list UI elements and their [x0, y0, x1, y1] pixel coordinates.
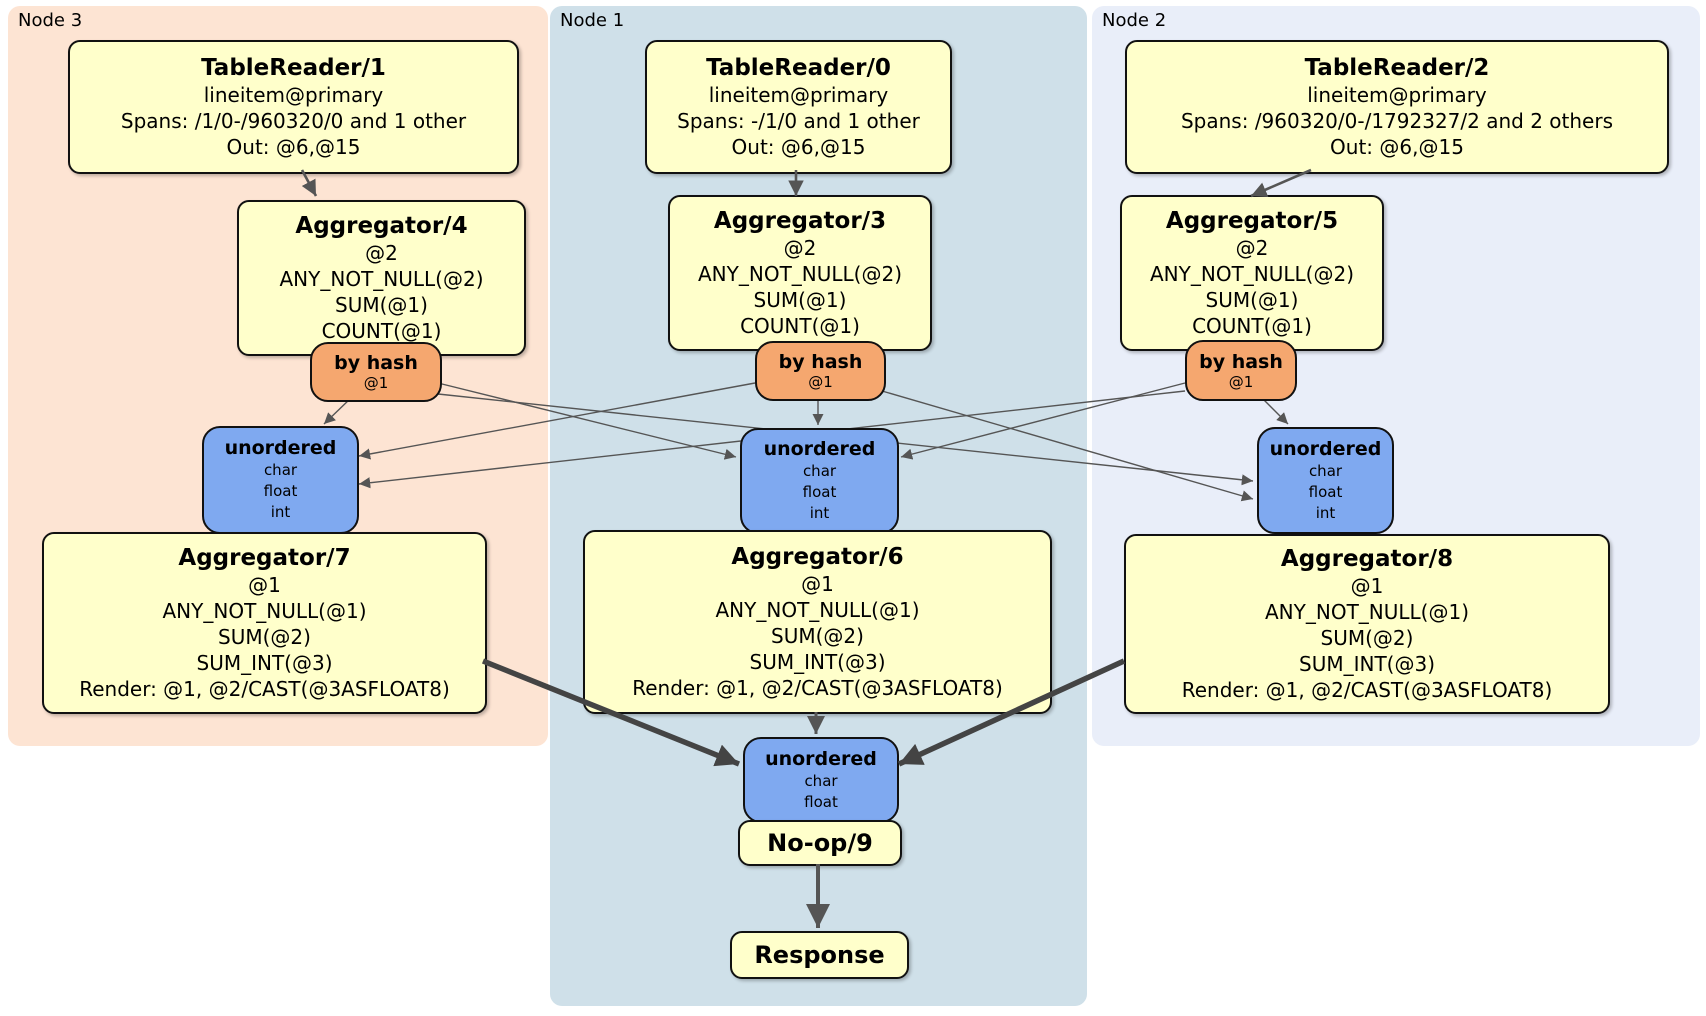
- router-label: by hash: [778, 351, 863, 373]
- box-line: ANY_NOT_NULL(@2): [1150, 262, 1354, 286]
- box-line: Spans: /960320/0-/1792327/2 and 2 others: [1180, 109, 1613, 133]
- response-box: Response: [730, 931, 909, 979]
- box-line: COUNT(@1): [740, 314, 860, 338]
- aggregator-3-box: Aggregator/3 @2 ANY_NOT_NULL(@2) SUM(@1)…: [668, 195, 932, 351]
- box-line: SUM(@1): [335, 293, 428, 317]
- box-line: SUM(@2): [1320, 626, 1414, 650]
- box-line: COUNT(@1): [321, 319, 442, 343]
- box-title: Aggregator/6: [731, 544, 904, 570]
- box-title: No-op/9: [767, 829, 873, 857]
- aggregator-8-box: Aggregator/8 @1 ANY_NOT_NULL(@1) SUM(@2)…: [1124, 534, 1610, 714]
- table-reader-1-box: TableReader/1 lineitem@primary Spans: /1…: [68, 40, 519, 174]
- table-reader-2-box: TableReader/2 lineitem@primary Spans: /9…: [1125, 40, 1669, 174]
- sync-line: char: [802, 462, 837, 480]
- sync-line: float: [802, 483, 837, 501]
- panel-node-3-label: Node 3: [18, 10, 83, 31]
- unordered-sync-node3: unordered char float int: [202, 426, 359, 534]
- sync-line: int: [1315, 503, 1336, 522]
- unordered-sync-node1: unordered char float int: [740, 428, 899, 534]
- aggregator-7-box: Aggregator/7 @1 ANY_NOT_NULL(@1) SUM(@2)…: [42, 532, 487, 714]
- table-reader-0-box: TableReader/0 lineitem@primary Spans: -/…: [645, 40, 952, 174]
- box-line: SUM(@2): [218, 625, 311, 649]
- box-line: Out: @6,@15: [1330, 135, 1464, 159]
- unordered-merge-sync: unordered char float: [743, 737, 899, 823]
- sync-label: unordered: [1269, 437, 1382, 460]
- box-line: @1: [1350, 574, 1384, 598]
- hash-router-node1: by hash @1: [755, 341, 886, 401]
- sync-line: float: [263, 482, 298, 500]
- sync-line: char: [1308, 461, 1343, 480]
- aggregator-4-box: Aggregator/4 @2 ANY_NOT_NULL(@2) SUM(@1)…: [237, 200, 526, 356]
- box-line: lineitem@primary: [708, 83, 889, 107]
- sync-line: float: [804, 792, 838, 811]
- box-line: SUM_INT(@3): [749, 650, 886, 674]
- box-line: SUM_INT(@3): [1299, 652, 1435, 676]
- unordered-sync-node2: unordered char float int: [1257, 427, 1394, 534]
- box-line: ANY_NOT_NULL(@2): [698, 262, 902, 286]
- box-title: TableReader/1: [201, 55, 386, 81]
- box-line: lineitem@primary: [203, 83, 384, 107]
- sync-line: char: [263, 461, 298, 479]
- box-line: @2: [783, 236, 817, 260]
- box-title: Response: [754, 941, 885, 969]
- sync-line: float: [1308, 482, 1343, 501]
- box-line: ANY_NOT_NULL(@1): [1265, 600, 1469, 624]
- box-title: Aggregator/7: [178, 545, 351, 571]
- sync-line: int: [809, 504, 830, 522]
- box-line: ANY_NOT_NULL(@2): [279, 267, 484, 291]
- box-line: SUM(@2): [771, 624, 864, 648]
- box-line: SUM(@1): [1205, 288, 1299, 312]
- box-line: SUM(@1): [753, 288, 847, 312]
- box-title: TableReader/0: [706, 55, 891, 81]
- box-line: @1: [801, 572, 834, 596]
- box-title: Aggregator/3: [713, 208, 887, 234]
- router-label: by hash: [334, 352, 418, 374]
- box-line: Out: @6,@15: [226, 135, 361, 159]
- router-label: by hash: [1199, 350, 1283, 373]
- box-line: Render: @1, @2/CAST(@3ASFLOAT8): [632, 676, 1003, 700]
- box-title: Aggregator/8: [1280, 546, 1454, 572]
- sync-line: char: [804, 771, 838, 790]
- panel-node-2-label: Node 2: [1102, 10, 1167, 31]
- box-title: TableReader/2: [1304, 55, 1490, 81]
- box-line: ANY_NOT_NULL(@1): [162, 599, 367, 623]
- box-line: Render: @1, @2/CAST(@3ASFLOAT8): [79, 677, 450, 701]
- noop-box: No-op/9: [738, 820, 902, 866]
- router-detail: @1: [808, 373, 833, 391]
- box-title: Aggregator/4: [295, 213, 468, 239]
- box-line: SUM_INT(@3): [196, 651, 333, 675]
- box-line: Render: @1, @2/CAST(@3ASFLOAT8): [1181, 678, 1553, 702]
- box-line: lineitem@primary: [1307, 83, 1487, 107]
- panel-node-1-label: Node 1: [560, 10, 625, 31]
- hash-router-node3: by hash @1: [310, 342, 442, 402]
- sync-label: unordered: [224, 437, 337, 459]
- box-line: Spans: /1/0-/960320/0 and 1 other: [120, 109, 467, 133]
- box-line: Out: @6,@15: [731, 135, 866, 159]
- sync-line: int: [270, 503, 291, 521]
- box-line: @1: [248, 573, 281, 597]
- box-line: COUNT(@1): [1192, 314, 1312, 338]
- box-line: @2: [1235, 236, 1269, 260]
- sync-label: unordered: [763, 438, 876, 460]
- router-detail: @1: [1228, 372, 1254, 391]
- box-line: Spans: -/1/0 and 1 other: [677, 109, 920, 133]
- router-detail: @1: [363, 374, 389, 392]
- hash-router-node2: by hash @1: [1185, 340, 1297, 401]
- aggregator-5-box: Aggregator/5 @2 ANY_NOT_NULL(@2) SUM(@1)…: [1120, 195, 1384, 351]
- sync-label: unordered: [765, 747, 877, 770]
- aggregator-6-box: Aggregator/6 @1 ANY_NOT_NULL(@1) SUM(@2)…: [583, 530, 1052, 714]
- box-line: ANY_NOT_NULL(@1): [715, 598, 920, 622]
- box-line: @2: [365, 241, 398, 265]
- box-title: Aggregator/5: [1165, 208, 1339, 234]
